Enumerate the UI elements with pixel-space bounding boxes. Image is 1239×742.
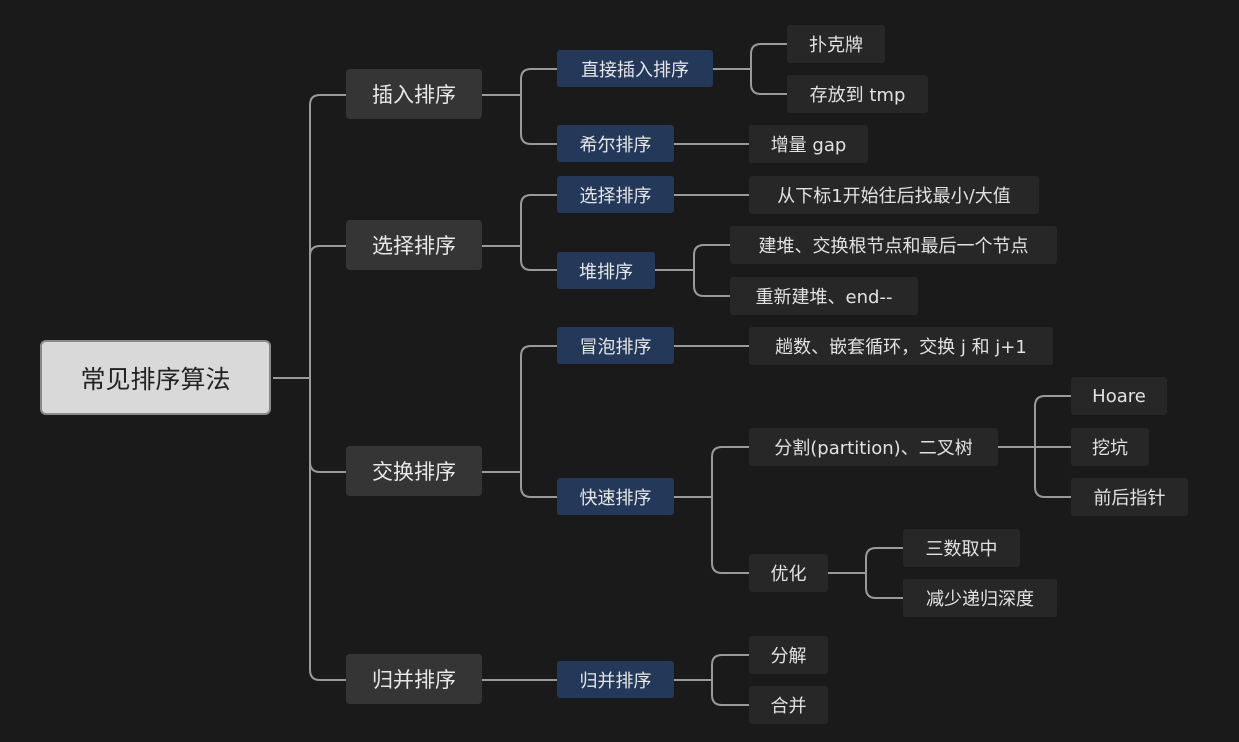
connector-root <box>273 94 346 681</box>
note-bubble-loops[interactable]: 趟数、嵌套循环，交换 j 和 j+1 <box>749 327 1053 365</box>
category-merge-sort[interactable]: 归并排序 <box>346 654 482 704</box>
note-poker-cards[interactable]: 扑克牌 <box>787 25 885 63</box>
method-shell-sort[interactable]: 希尔排序 <box>557 125 674 162</box>
connector-exchange <box>482 345 557 498</box>
note-rebuild-heap[interactable]: 重新建堆、end-- <box>730 277 918 315</box>
connector-quick <box>674 446 749 574</box>
option-dig-hole[interactable]: 挖坑 <box>1071 428 1149 466</box>
option-hoare[interactable]: Hoare <box>1071 377 1167 415</box>
connector-merge-method <box>674 654 749 706</box>
root-node[interactable]: 常见排序算法 <box>40 340 271 415</box>
step-optimization[interactable]: 优化 <box>749 554 828 592</box>
category-selection-sort[interactable]: 选择排序 <box>346 220 482 270</box>
method-straight-insertion-sort[interactable]: 直接插入排序 <box>557 50 713 87</box>
category-insertion-sort[interactable]: 插入排序 <box>346 69 482 119</box>
method-merge-sort[interactable]: 归并排序 <box>557 661 674 698</box>
method-heap-sort[interactable]: 堆排序 <box>557 252 655 289</box>
step-partition[interactable]: 分割(partition)、二叉树 <box>749 428 998 466</box>
note-store-to-tmp[interactable]: 存放到 tmp <box>787 75 928 113</box>
connector-optimization <box>828 547 903 599</box>
connector-heap <box>655 244 730 297</box>
connector-straight-insertion <box>713 43 787 95</box>
option-reduce-recursion[interactable]: 减少递归深度 <box>903 579 1057 617</box>
note-combine[interactable]: 合并 <box>749 686 828 724</box>
note-build-heap-swap[interactable]: 建堆、交换根节点和最后一个节点 <box>730 226 1057 264</box>
option-median-of-three[interactable]: 三数取中 <box>903 529 1020 567</box>
note-find-min-max[interactable]: 从下标1开始往后找最小/大值 <box>749 176 1039 214</box>
note-increment-gap[interactable]: 增量 gap <box>749 125 868 163</box>
connector-selection <box>482 194 557 271</box>
category-exchange-sort[interactable]: 交换排序 <box>346 446 482 496</box>
note-divide[interactable]: 分解 <box>749 636 828 674</box>
method-selection-sort[interactable]: 选择排序 <box>557 176 674 213</box>
method-bubble-sort[interactable]: 冒泡排序 <box>557 327 674 364</box>
connector-partition <box>998 395 1071 498</box>
connector-insertion <box>482 68 557 145</box>
method-quick-sort[interactable]: 快速排序 <box>557 478 674 515</box>
option-two-pointers[interactable]: 前后指针 <box>1071 478 1188 516</box>
